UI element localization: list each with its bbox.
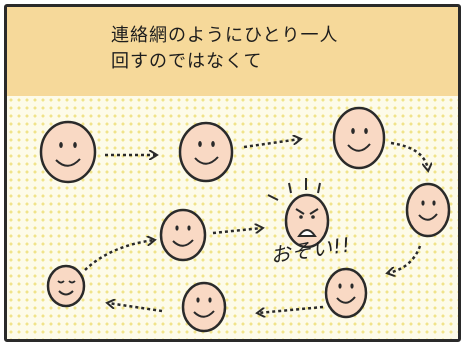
caption-text: 連絡網のようにひとり一人 回すのではなくて — [111, 23, 338, 75]
smiling-face-icon — [159, 208, 207, 262]
smiling-face-icon — [324, 267, 368, 319]
smiling-face-icon — [39, 120, 97, 184]
caption-line-1: 連絡網のようにひとり一人 — [111, 25, 339, 46]
dotted-arrow-icon — [258, 305, 324, 313]
dotted-arrow-icon — [84, 240, 154, 271]
dotted-arrow-icon — [390, 141, 428, 170]
dotted-arrow-icon — [388, 245, 422, 273]
dotted-arrow-icon — [243, 139, 300, 149]
smiling-face-icon — [332, 106, 386, 170]
smiling-face-icon — [178, 121, 234, 183]
sleepy-face-icon — [46, 264, 86, 308]
caption-box: 連絡網のようにひとり一人 回すのではなくて — [7, 7, 458, 96]
dotted-arrow-icon — [108, 303, 163, 313]
smiling-face-icon — [405, 182, 451, 238]
angry-face-icon — [284, 193, 330, 249]
dotted-arrow-icon — [212, 228, 262, 235]
anger-marks-icon — [267, 178, 321, 201]
caption-line-2: 回すのではなくて — [111, 51, 263, 72]
smiling-face-icon — [181, 281, 227, 333]
